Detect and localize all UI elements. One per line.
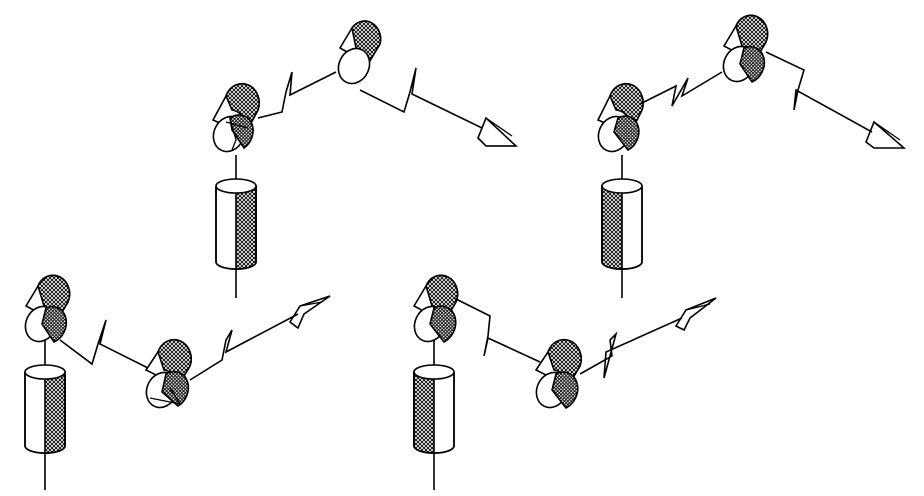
revolute-joint-icon [596, 82, 644, 153]
robot-arm-bottom-right [412, 274, 717, 490]
revolute-joint-icon [534, 338, 582, 410]
base-cylinder-icon [24, 364, 66, 454]
revolute-joint-icon [24, 274, 71, 344]
robot-arm-top-right [596, 14, 907, 298]
revolute-joint-icon [144, 338, 192, 409]
gripper-icon [674, 297, 717, 332]
robot-arm-top-left [211, 20, 519, 298]
forearm-link [579, 317, 683, 379]
gripper-icon [288, 295, 331, 330]
revolute-joint-icon [412, 274, 459, 344]
gripper-icon [477, 116, 519, 147]
revolute-joint-icon [722, 14, 769, 84]
upper-link [639, 71, 723, 107]
forearm-link [189, 313, 299, 381]
upper-link [257, 71, 337, 119]
upper-link [453, 297, 541, 363]
upper-link [59, 319, 153, 371]
revolute-joint-icon [211, 82, 260, 153]
robot-arm-bottom-left [24, 274, 331, 490]
gripper-icon [865, 120, 907, 149]
base-cylinder-icon [215, 178, 257, 270]
revolute-joint-icon [337, 20, 382, 85]
base-cylinder-icon [601, 178, 643, 270]
forearm-link [765, 51, 873, 133]
forearm-link [359, 67, 483, 129]
base-cylinder-icon [413, 364, 455, 454]
